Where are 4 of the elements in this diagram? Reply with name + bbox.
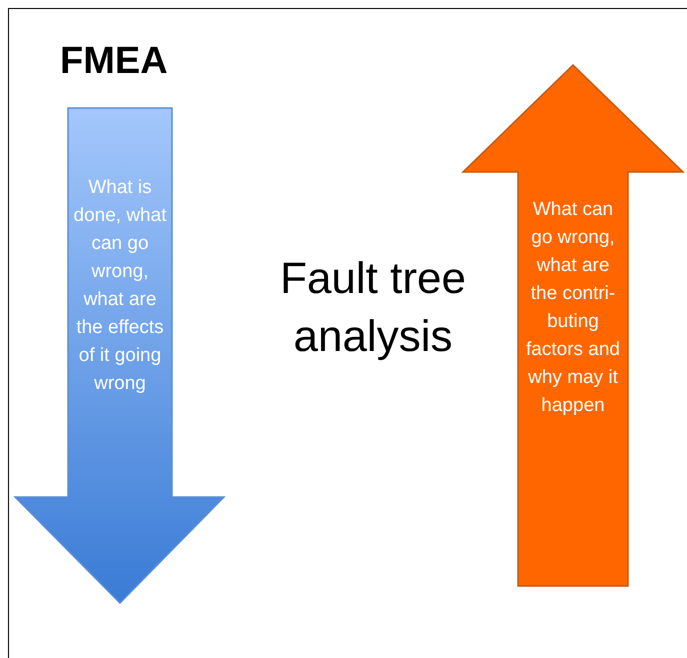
heading: FMEA xyxy=(60,40,168,83)
arrow-text: What can go wrong, what are the contri- buting factors and why may it happen xyxy=(525,198,621,418)
arrow-text: What is done, what can go wrong, what are the effects of it going wrong xyxy=(72,176,168,396)
center-label: Fault tree analysis xyxy=(279,253,467,363)
